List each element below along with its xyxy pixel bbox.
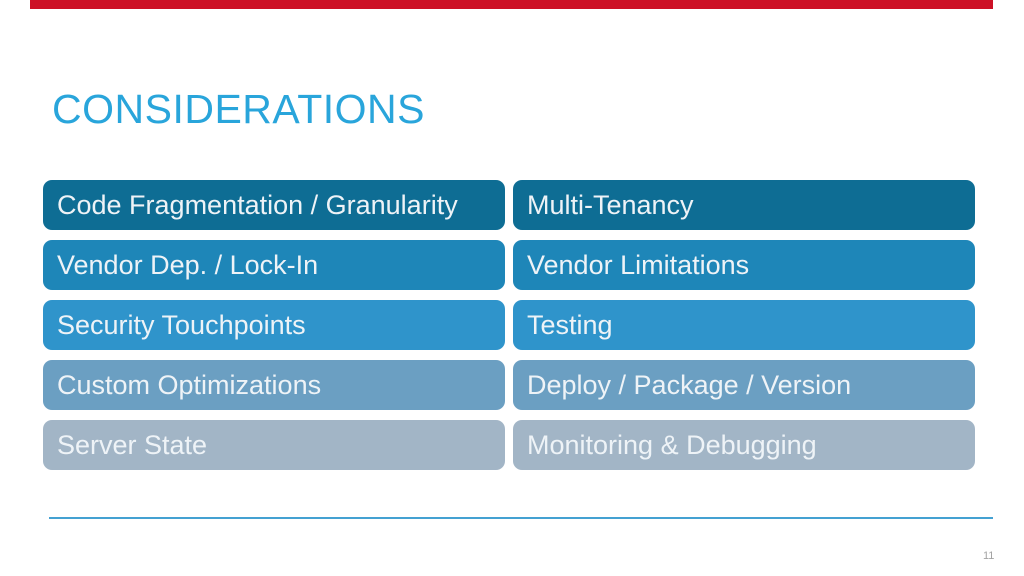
slide-title: CONSIDERATIONS	[52, 86, 425, 132]
consideration-box-right-3: Testing	[513, 300, 975, 350]
consideration-box-right-2: Vendor Limitations	[513, 240, 975, 290]
consideration-box-right-4: Deploy / Package / Version	[513, 360, 975, 410]
consideration-box-left-2: Vendor Dep. / Lock-In	[43, 240, 505, 290]
consideration-box-left-4: Custom Optimizations	[43, 360, 505, 410]
considerations-grid: Code Fragmentation / Granularity Multi-T…	[43, 180, 975, 470]
consideration-box-left-5: Server State	[43, 420, 505, 470]
consideration-box-right-5: Monitoring & Debugging	[513, 420, 975, 470]
consideration-box-left-3: Security Touchpoints	[43, 300, 505, 350]
footer-divider-line	[49, 517, 993, 519]
page-number: 11	[983, 550, 995, 562]
consideration-box-right-1: Multi-Tenancy	[513, 180, 975, 230]
top-accent-bar	[30, 0, 993, 9]
consideration-box-left-1: Code Fragmentation / Granularity	[43, 180, 505, 230]
